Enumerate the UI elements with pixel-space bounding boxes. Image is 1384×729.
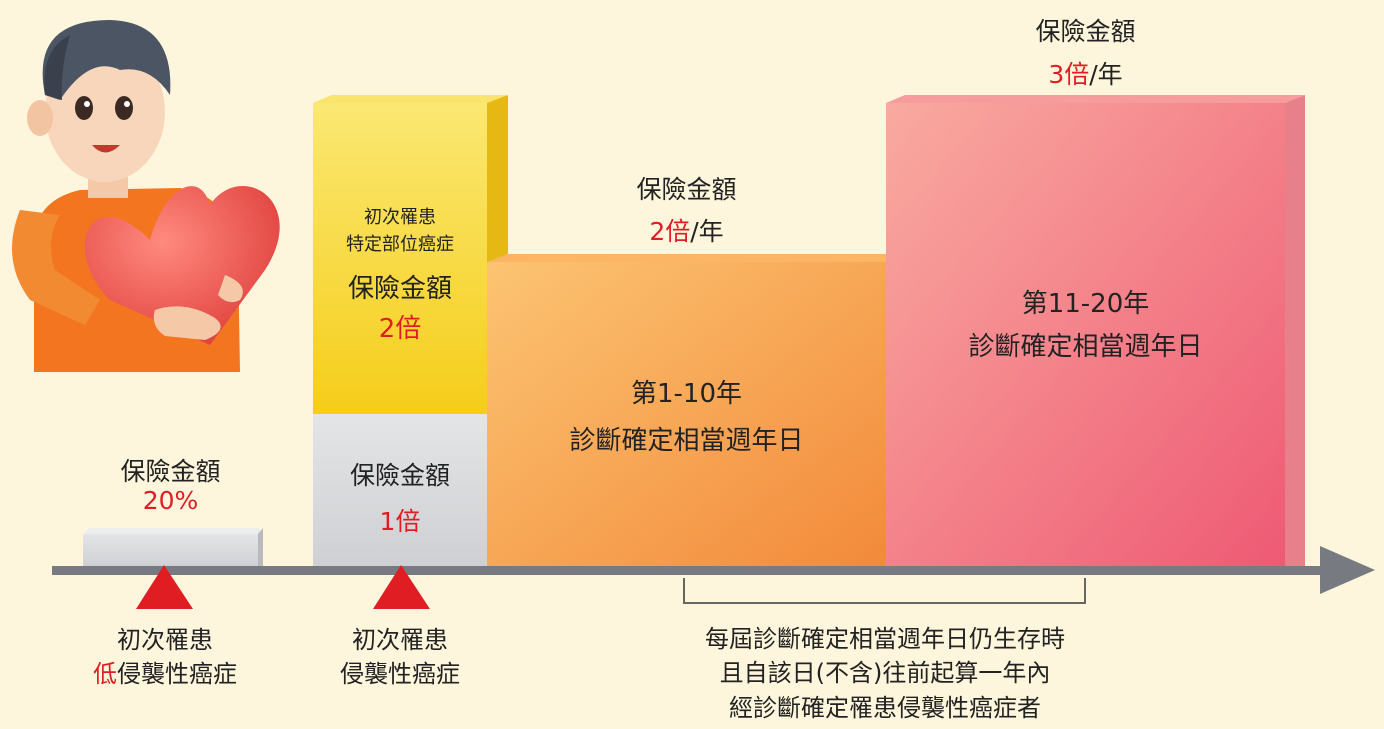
condition-bracket — [683, 578, 1086, 604]
initial-amount-label: 保險金額 — [349, 461, 450, 490]
years-11-20-block — [886, 95, 1305, 566]
condition-line2: 且自該日(不含)往前起算一年內 — [719, 659, 1051, 687]
low-invasive-block — [83, 528, 263, 566]
low-trigger-text: 侵襲性癌症 — [117, 660, 237, 688]
y1-amount-unit: /年 — [690, 217, 724, 246]
low-invasive-trigger-marker — [136, 565, 193, 609]
man-holding-heart-icon — [12, 20, 280, 372]
low-trigger-line1: 初次罹患 — [117, 626, 213, 654]
low-highlight: 低 — [93, 660, 117, 688]
specific-line1: 初次罹患 — [364, 207, 436, 228]
y11-amount-unit: /年 — [1089, 60, 1123, 89]
condition-line1: 每屆診斷確定相當週年日仍生存時 — [705, 625, 1065, 653]
initial-amount-value: 1倍 — [379, 507, 421, 536]
specific-site-block — [313, 95, 508, 414]
initial-trigger-line1: 初次罹患 — [352, 626, 448, 654]
specific-amount-value: 2倍 — [378, 314, 422, 344]
y11-period: 第11-20年 — [1021, 289, 1150, 319]
timeline-axis — [52, 546, 1375, 594]
low-amount-value: 20% — [142, 486, 199, 515]
low-trigger-line2: 低侵襲性癌症 — [60, 654, 270, 689]
years-1-10-block — [487, 254, 905, 566]
y11-desc: 診斷確定相當週年日 — [968, 332, 1203, 362]
y11-amount-label: 保險金額 — [1035, 17, 1136, 46]
specific-line2: 特定部位癌症 — [346, 234, 454, 255]
specific-amount-label: 保險金額 — [347, 274, 452, 304]
y1-amount: 2倍/年 — [487, 212, 886, 248]
y1-period: 第1-10年 — [630, 379, 742, 409]
y1-amount-label: 保險金額 — [636, 175, 737, 204]
low-amount-label: 保險金額 — [120, 457, 221, 486]
y11-amount: 3倍/年 — [886, 55, 1285, 91]
y1-desc: 診斷確定相當週年日 — [569, 426, 804, 456]
initial-trigger-line2: 侵襲性癌症 — [340, 660, 460, 688]
y11-amount-value: 3倍 — [1048, 60, 1090, 89]
invasive-trigger-marker — [373, 565, 430, 609]
condition-line3: 經診斷確定罹患侵襲性癌症者 — [729, 694, 1041, 722]
y1-amount-value: 2倍 — [649, 217, 691, 246]
